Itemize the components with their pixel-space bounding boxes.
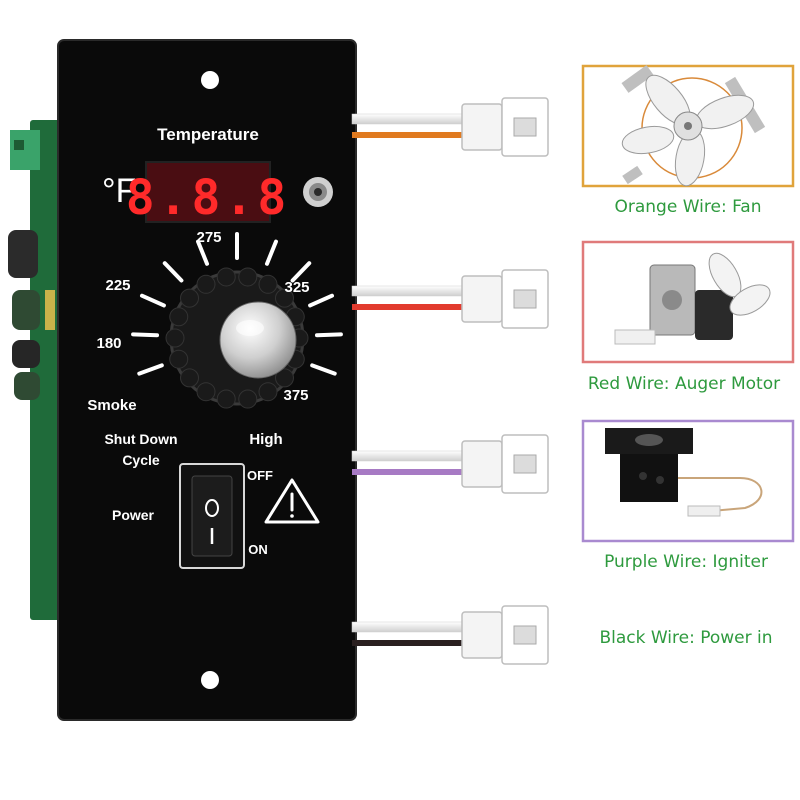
fan-motor-image [621,65,766,187]
wire-connector [461,434,549,494]
dial-label-180: 180 [96,335,121,352]
white-wire [351,113,463,125]
mount-hole-top [201,71,219,89]
shutdown-label-line2: Cycle [122,452,160,468]
dial-tick [196,239,210,266]
label-red-wire: Red Wire: Auger Motor [588,374,780,394]
white-wire [351,450,463,462]
white-wire [351,621,463,633]
colored-wire [352,304,462,310]
dial-tick [137,363,164,376]
dial-tick [290,261,312,283]
dial-tick [314,332,343,338]
colored-wire [352,132,462,138]
dial-tick [162,261,184,283]
wire-connector [461,605,549,665]
colored-wire [352,640,462,646]
dial-label-high: High [249,431,282,448]
dial-tick [131,332,160,338]
label-orange-wire: Orange Wire: Fan [615,197,762,217]
dial-tick [139,293,166,308]
dial-label-275: 275 [196,229,221,246]
dial-label-smoke: Smoke [87,397,136,414]
led-digits: 8.8.8 [126,170,291,226]
dial-label-325: 325 [284,279,309,296]
dial-ticks [131,232,343,376]
power-switch[interactable] [179,463,245,569]
dial-tick [310,363,337,376]
component-frame [581,419,795,543]
dial-label-225: 225 [105,277,130,294]
probe-jack [303,177,333,207]
switch-off-label: OFF [247,468,273,483]
power-label: Power [112,507,155,523]
wire-harness [351,97,549,665]
unit-label: °F [102,172,136,210]
led-display [145,161,271,223]
temperature-knob[interactable] [165,267,309,409]
warning-icon [264,478,320,524]
label-purple-wire: Purple Wire: Igniter [604,552,768,572]
label-black-wire: Black Wire: Power in [599,628,772,648]
wire-connector [461,269,549,329]
mount-hole-bottom [201,671,219,689]
wire-connector [461,97,549,157]
panel-title: Temperature [157,125,259,144]
shutdown-label-line1: Shut Down [104,431,177,447]
igniter-image [605,428,763,517]
component-frame [581,240,795,364]
colored-wire [352,469,462,475]
dial-tick [264,239,278,266]
switch-on-label: ON [248,542,268,557]
dial-tick [308,293,335,308]
white-wire [351,285,463,297]
dial-label-375: 375 [283,387,308,404]
auger-motor-image [614,252,771,345]
